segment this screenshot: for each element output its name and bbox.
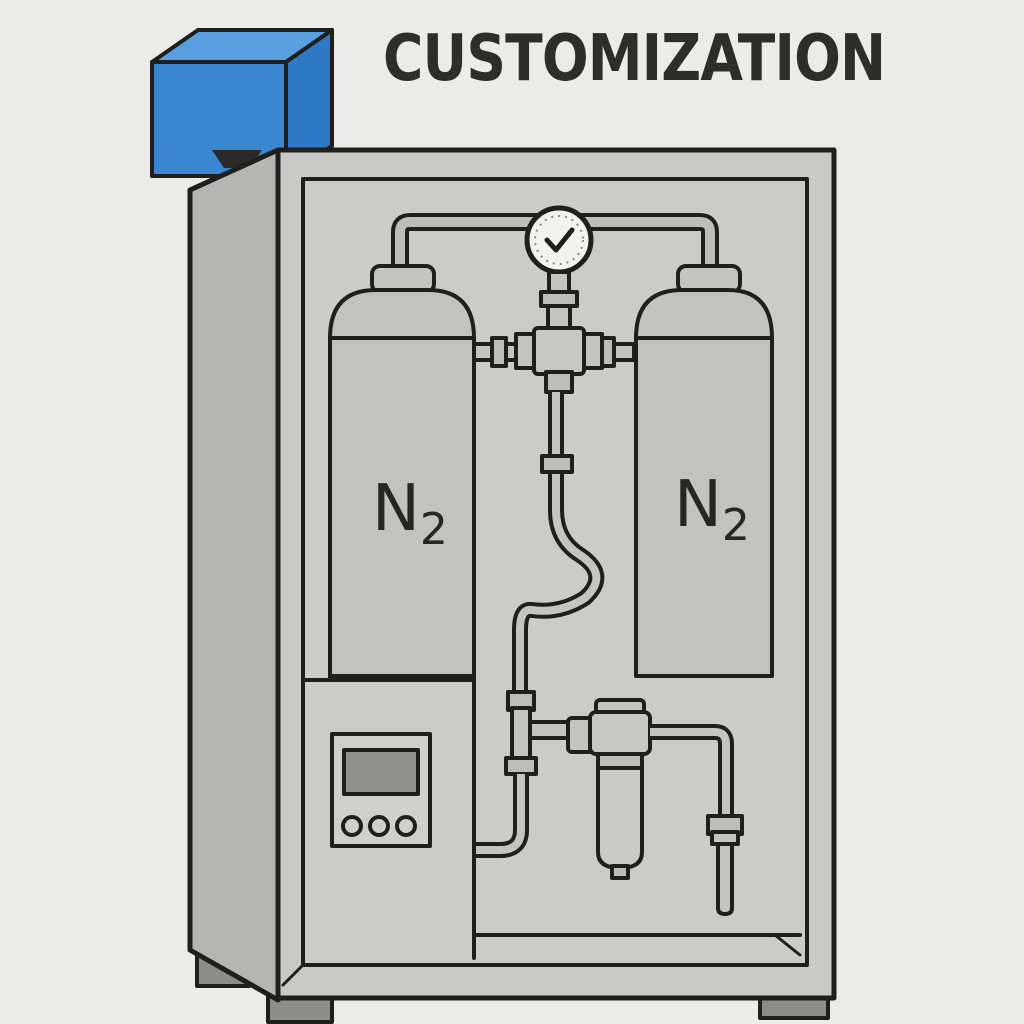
control-panel <box>330 732 432 848</box>
right-tank-label: N2 <box>674 468 750 551</box>
left-nitrogen-tank: N2 <box>328 264 476 682</box>
filter-housing <box>566 698 652 880</box>
control-knob <box>368 815 390 837</box>
title-text: CUSTOMIZATION <box>383 22 886 96</box>
cabinet-side-panel <box>187 147 281 1003</box>
control-knob <box>395 815 417 837</box>
control-knob <box>341 815 363 837</box>
outlet-valve <box>706 814 744 916</box>
pressure-gauge-icon <box>524 205 594 334</box>
display-screen <box>342 748 420 796</box>
cross-valve <box>472 326 636 394</box>
left-tank-label: N2 <box>372 472 448 555</box>
right-nitrogen-tank: N2 <box>634 264 774 678</box>
